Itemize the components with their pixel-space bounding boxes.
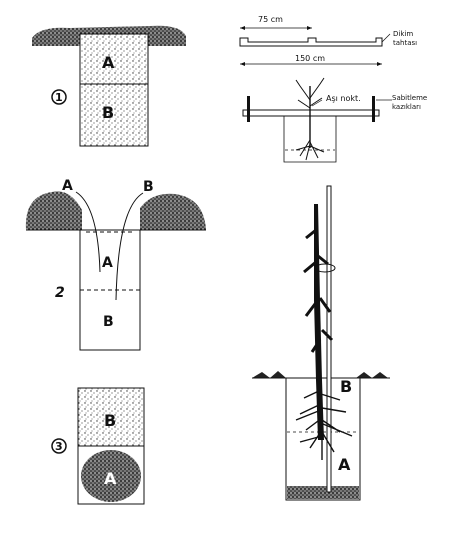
- layer-b-label: B: [103, 314, 114, 330]
- pit-layer-a: [81, 450, 141, 502]
- layer-b-label: B: [340, 377, 352, 396]
- pit-layer-b: [79, 83, 149, 147]
- stake-right: [372, 96, 375, 122]
- step-number: 2: [55, 285, 65, 301]
- stake-label-line2: kazıkları: [392, 103, 421, 111]
- arrowhead-left: [240, 62, 245, 66]
- board-pointer: [381, 33, 391, 43]
- full-width-label: 150 cm: [295, 54, 325, 63]
- pile-a-label: A: [62, 178, 73, 194]
- planting-board-diagram: 75 cm Dikim tahtası 150 cm Sabitleme kaz…: [239, 15, 427, 163]
- panel-3: B A 3: [51, 387, 145, 505]
- layer-a-label: A: [338, 455, 351, 474]
- soil-pile-b: [140, 193, 206, 230]
- layer-a-label: A: [102, 255, 113, 271]
- tree-tie: [314, 263, 336, 273]
- soil-surface-pile: [32, 25, 186, 46]
- stake-left: [247, 96, 250, 122]
- board-label-line2: tahtası: [393, 39, 417, 47]
- tree-branches: [303, 228, 334, 353]
- tree-planting-panel: B A: [252, 185, 390, 501]
- arrow-b: [115, 192, 144, 301]
- step-number: 3: [55, 440, 63, 453]
- layer-a-label: A: [104, 469, 117, 488]
- planting-board-side: [242, 109, 380, 117]
- layer-a-label: A: [102, 53, 115, 72]
- ground-surface-right: [356, 372, 388, 378]
- stake-label-line1: Sabitleme: [392, 94, 427, 102]
- pit-outline: [285, 378, 361, 501]
- ground-surface-left: [252, 371, 286, 378]
- seedling-roots: [295, 139, 325, 161]
- step-number: 1: [55, 91, 63, 104]
- arrow-a: [75, 191, 101, 273]
- layer-b-label: B: [104, 411, 116, 430]
- pit-bottom-layer: [287, 486, 359, 499]
- arrowhead-right: [307, 26, 312, 30]
- panel-2: A B A B 2: [25, 178, 206, 351]
- step-number-circle: [51, 438, 67, 454]
- panel-1: A B 1: [32, 25, 186, 147]
- pile-b-label: B: [143, 179, 154, 195]
- planting-board-top: [239, 37, 383, 47]
- tree-roots: [295, 389, 353, 460]
- graft-pointer: [311, 99, 323, 107]
- pit-outline: [283, 116, 337, 163]
- step-number-circle: [51, 89, 67, 105]
- arrowhead-right: [377, 62, 382, 66]
- seedling-branches: [295, 77, 325, 109]
- board-label-line1: Dikim: [393, 30, 413, 38]
- arrowhead-left: [240, 26, 245, 30]
- layer-b-label: B: [102, 103, 114, 122]
- half-width-label: 75 cm: [258, 15, 283, 24]
- graft-point-label: Aşı nokt.: [326, 94, 361, 103]
- pit-layer-b: [77, 387, 145, 447]
- soil-pile-a: [25, 191, 82, 230]
